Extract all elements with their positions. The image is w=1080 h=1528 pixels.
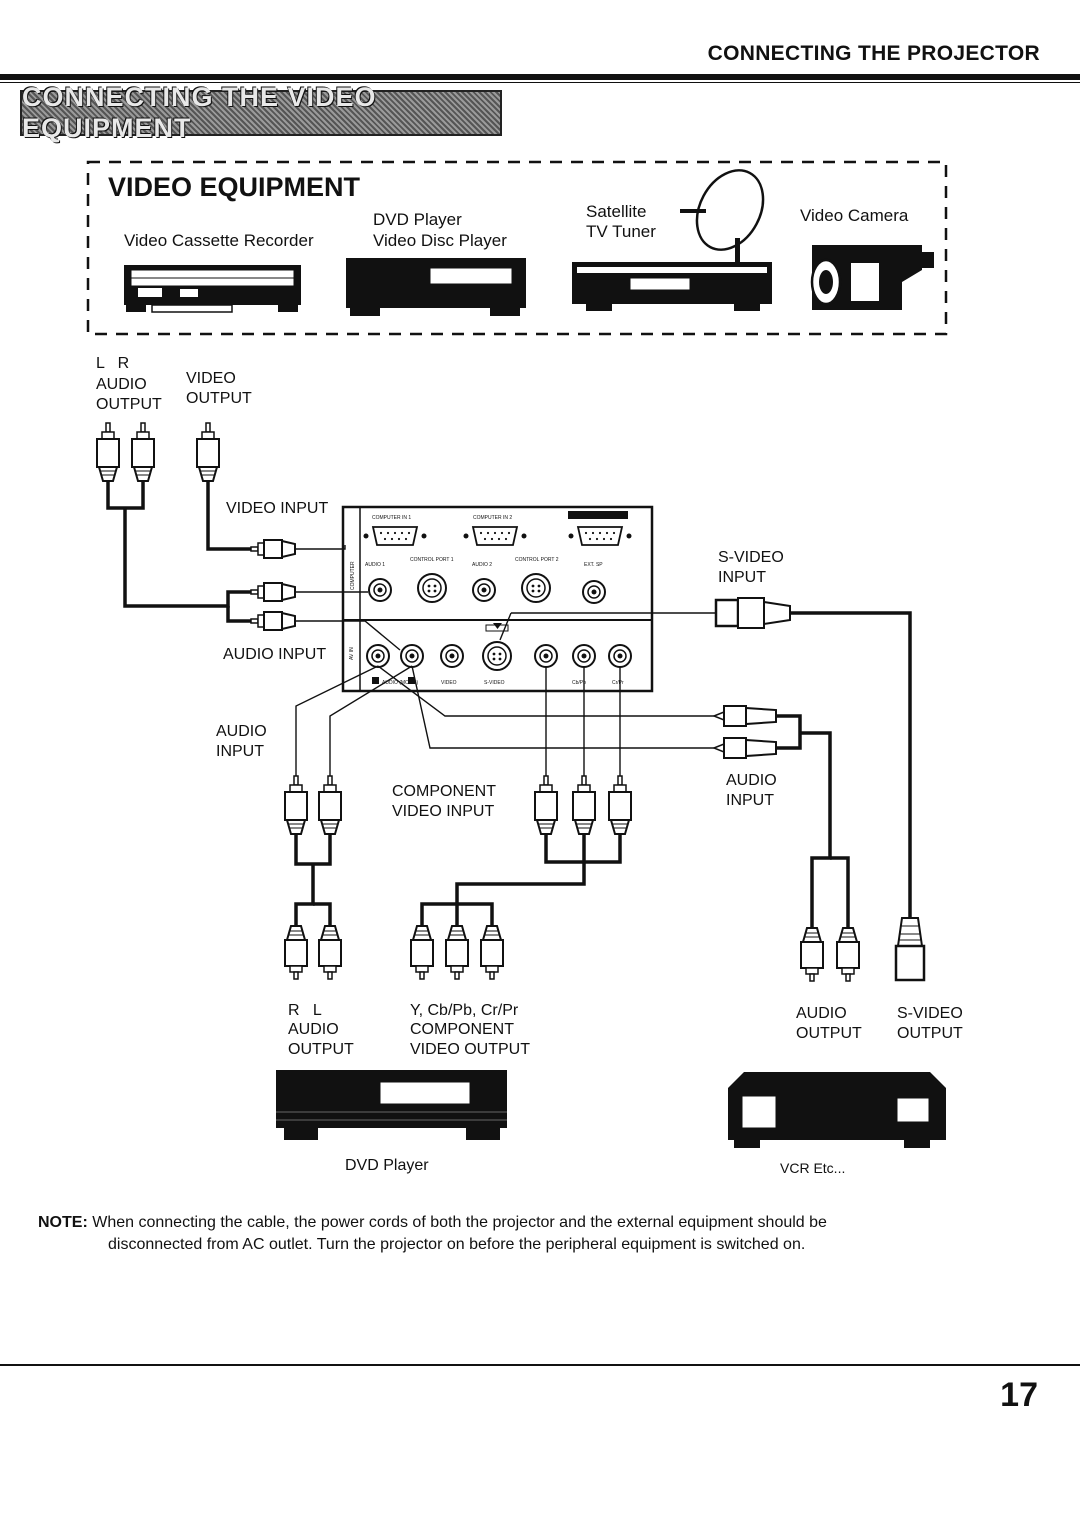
audio-output-label: AUDIO bbox=[96, 376, 147, 393]
bottom-vcr-image bbox=[728, 1072, 946, 1148]
vcr-etc-caption: VCR Etc... bbox=[780, 1160, 846, 1176]
panel-cb-pb: Cb/Pb bbox=[572, 680, 586, 686]
tv-tuner-image bbox=[572, 262, 772, 311]
panel-control-port-2: CONTROL PORT 2 bbox=[515, 557, 559, 563]
header-rule-thin bbox=[0, 82, 1080, 83]
video-input-label: VIDEO INPUT bbox=[226, 500, 329, 517]
component-leads bbox=[545, 666, 621, 776]
video-disc-player-label: Video Disc Player bbox=[373, 231, 507, 250]
component-input-label-2: VIDEO INPUT bbox=[392, 803, 495, 820]
audio-input-label-3b: INPUT bbox=[726, 792, 774, 809]
svideo-output-label-2: OUTPUT bbox=[897, 1025, 963, 1042]
audio-output-br-1: AUDIO bbox=[796, 1005, 847, 1022]
dvd-player-image bbox=[346, 258, 526, 316]
right-audio-input-plugs bbox=[711, 705, 777, 759]
section-banner: CONNECTING THE VIDEO EQUIPMENT bbox=[20, 82, 502, 143]
panel-ext-sp: EXT. SP bbox=[584, 562, 603, 568]
component-output-label-1: Y, Cb/Pb, Cr/Pr bbox=[410, 1002, 519, 1019]
header-rule bbox=[0, 74, 1080, 80]
top-cables bbox=[106, 481, 251, 623]
vcr-label: Video Cassette Recorder bbox=[124, 231, 314, 250]
svideo-output-connector bbox=[894, 917, 926, 982]
page-number: 17 bbox=[1000, 1376, 1038, 1414]
svideo-input-connector bbox=[714, 597, 791, 629]
banner-title: CONNECTING THE VIDEO EQUIPMENT bbox=[22, 82, 377, 143]
note-paragraph: NOTE: When connecting the cable, the pow… bbox=[38, 1212, 1028, 1256]
audio-output-bl-1: AUDIO bbox=[288, 1021, 339, 1038]
panel-control-port-1: CONTROL PORT 1 bbox=[410, 557, 454, 563]
tv-tuner-label: TV Tuner bbox=[586, 222, 656, 241]
vcr-image bbox=[124, 265, 301, 313]
mid-audio-leads bbox=[295, 665, 413, 776]
satellite-dish-image bbox=[680, 169, 765, 263]
panel-leads bbox=[295, 545, 401, 651]
bottom-output-plugs bbox=[284, 925, 860, 982]
top-audio-video-plugs bbox=[96, 422, 220, 482]
video-output-label-2: OUTPUT bbox=[186, 390, 252, 407]
note-line-2: disconnected from AC outlet. Turn the pr… bbox=[108, 1236, 806, 1253]
panel-cr-pr: Cr/Pr bbox=[612, 680, 624, 686]
rl-label: R L bbox=[288, 1002, 322, 1019]
audio-output-bl-2: OUTPUT bbox=[288, 1041, 354, 1058]
dvd-player-caption: DVD Player bbox=[345, 1157, 429, 1174]
panel-computer: COMPUTER bbox=[350, 561, 356, 590]
panel-computer-in-1: COMPUTER IN 1 bbox=[372, 515, 411, 521]
equipment-title: VIDEO EQUIPMENT bbox=[108, 172, 361, 202]
audio-input-label-3a: AUDIO bbox=[726, 772, 777, 789]
component-output-label-3: VIDEO OUTPUT bbox=[410, 1041, 531, 1058]
video-camera-image bbox=[810, 245, 934, 310]
component-input-label-1: COMPONENT bbox=[392, 783, 496, 800]
video-output-label-1: VIDEO bbox=[186, 370, 236, 387]
audio-input-label-2b: INPUT bbox=[216, 743, 264, 760]
panel-computer-in-2: COMPUTER IN 2 bbox=[473, 515, 512, 521]
svideo-input-label-2: INPUT bbox=[718, 569, 766, 586]
audio-output-br-2: OUTPUT bbox=[796, 1025, 862, 1042]
lr-label: L R bbox=[96, 355, 130, 372]
video-camera-label: Video Camera bbox=[800, 206, 909, 225]
note-label: NOTE: bbox=[38, 1214, 88, 1231]
panel-s-video: S-VIDEO bbox=[484, 680, 505, 686]
footer-rule bbox=[0, 1364, 1080, 1366]
audio-input-label-1: AUDIO INPUT bbox=[223, 646, 327, 663]
panel-audio2: AUDIO 2 bbox=[472, 562, 492, 568]
projector-terminal-panel: COMPUTER IN 1 COMPUTER IN 2 AUDIO 1 CONT… bbox=[341, 505, 654, 693]
panel-av-in: AV IN bbox=[349, 647, 355, 660]
svideo-output-label-1: S-VIDEO bbox=[897, 1005, 963, 1022]
dvd-player-label: DVD Player bbox=[373, 210, 462, 229]
satellite-label: Satellite bbox=[586, 202, 647, 221]
svideo-input-label-1: S-VIDEO bbox=[718, 549, 784, 566]
component-output-label-2: COMPONENT bbox=[410, 1021, 514, 1038]
equipment-frame bbox=[86, 160, 948, 336]
bottom-dvd-player-image bbox=[276, 1070, 507, 1140]
panel-video: VIDEO bbox=[441, 680, 457, 686]
output-label: OUTPUT bbox=[96, 396, 162, 413]
section-header: CONNECTING THE PROJECTOR bbox=[707, 42, 1040, 65]
panel-audio1: AUDIO 1 bbox=[365, 562, 385, 568]
audio-input-label-2a: AUDIO bbox=[216, 723, 267, 740]
note-line-1: When connecting the cable, the power cor… bbox=[92, 1214, 827, 1231]
